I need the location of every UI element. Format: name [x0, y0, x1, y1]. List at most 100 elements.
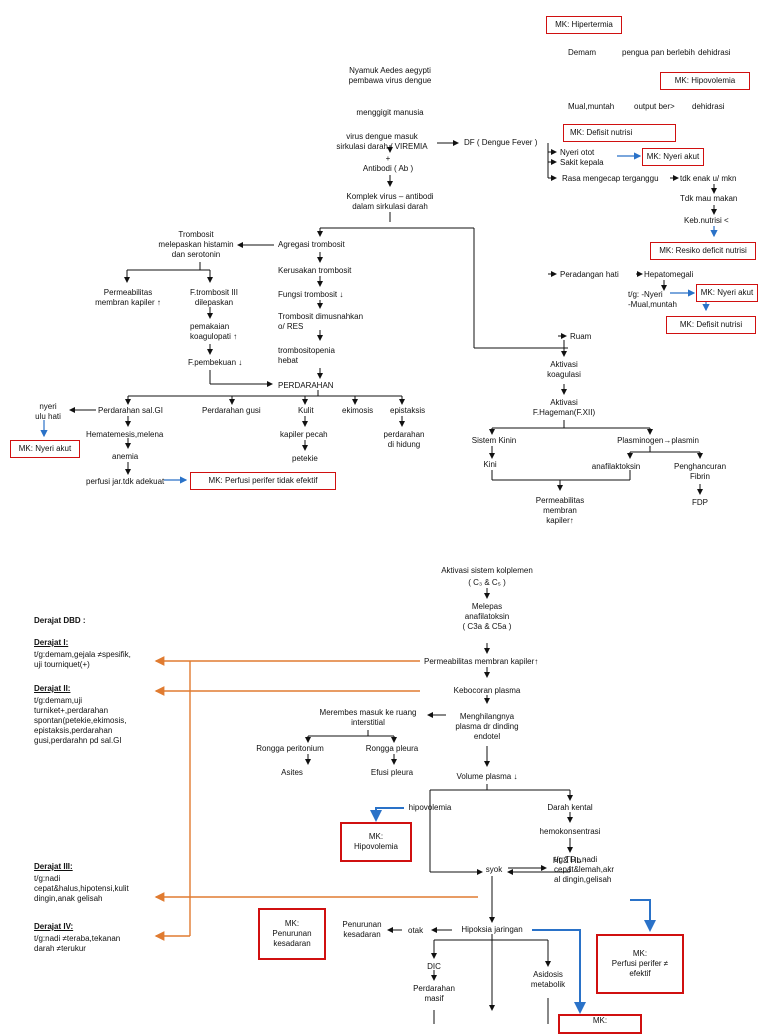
derajat-2-text: t/g:demam,uji turniket+,perdarahan spont… — [34, 696, 127, 745]
mk-nyeri-akut-left-box: MK: Nyeri akut — [10, 440, 80, 458]
menghilangnya-plasma-node: Menghilangnya plasma dr dinding endotel — [455, 712, 519, 741]
pemakaian-node: pemakaian koagulopati ↑ — [190, 322, 238, 341]
hipovolemia-node: hipovolemia — [408, 803, 452, 812]
rongga-pleura-node: Rongga pleura — [365, 744, 419, 753]
dehidrasi-label-1: dehidrasi — [698, 48, 731, 57]
ftrombosit-node: F.trombosit III dilepaskan — [189, 288, 239, 307]
mk-nyeri-akut-box-2: MK: Nyeri akut — [696, 284, 758, 302]
anafilaktoksin-node: anafilaktoksin — [591, 462, 641, 471]
kerusakan-node: Kerusakan trombosit — [278, 266, 352, 275]
derajat-3-text: t/g:nadi cepat&halus,hipotensi,kulit din… — [34, 874, 129, 903]
merembes-node: Merembes masuk ke ruang interstitial — [319, 708, 417, 727]
mk-defisit-nutrisi-box: MK: Defisit nutrisi — [563, 124, 676, 142]
derajat-4-title: Derajat IV: — [34, 922, 74, 931]
nyeri-ulu-hati-node: nyeri ulu hati — [35, 402, 61, 421]
dehidrasi-label-2: dehidrasi — [692, 102, 725, 111]
perdarahan-hidung-node: perdarahan di hidung — [383, 430, 425, 449]
virus-node: virus dengue masuk sirkulasi darah / VIR… — [336, 132, 428, 151]
ht-hb-node: Ht & Hb ↑ — [552, 856, 588, 865]
penghancuran-fibrin-node: Penghancuran Fibrin — [673, 462, 727, 481]
tg-nyeri-label: t/g: -Nyeri -Mual,muntah — [628, 290, 677, 309]
derajat-1-title: Derajat I: — [34, 638, 69, 647]
kulit-node: Kulit — [298, 406, 314, 415]
nyamuk-node: Nyamuk Aedes aegypti pembawa virus dengu… — [348, 66, 432, 85]
fungsi-node: Fungsi trombosit ↓ — [278, 290, 344, 299]
fpembekuan-node: F.pembekuan ↓ — [188, 358, 243, 367]
derajat-3-title: Derajat III: — [34, 862, 73, 871]
derajat-title: Derajat DBD : — [34, 616, 86, 625]
rongga-peritonium-node: Rongga peritonium — [256, 744, 324, 753]
tg-td-node: t/g:TD↓,nadi cepat&lemah,akr al dingin,g… — [554, 855, 615, 884]
tdk-mau-makan-label: Tdk mau makan — [680, 194, 738, 203]
mk-bottom-cut-box: MK: — [558, 1014, 642, 1034]
mk-defisit-nutrisi-box-2: MK: Defisit nutrisi — [666, 316, 756, 334]
komplek-node: Komplek virus – antibodi dalam sirkulasi… — [346, 192, 434, 211]
plasminogen-node: Plasminogen→plasmin — [617, 436, 699, 445]
derajat-2-title: Derajat II: — [34, 684, 71, 693]
perdarahan-sal-gi-node: Perdarahan sal.GI — [98, 406, 163, 415]
antibodi-node: Antibodi ( Ab ) — [362, 164, 414, 173]
derajat-1-text: t/g:demam,gejala ≠spesifik, uji tourniqu… — [34, 650, 131, 669]
sistem-kinin-node: Sistem Kinin — [471, 436, 517, 445]
aktivasi-koagulasi-node: Aktivasi koagulasi — [547, 360, 581, 379]
fdp-node: FDP — [692, 498, 708, 507]
sakit-kepala-label: Sakit kepala — [560, 158, 604, 167]
hematemesis-node: Hematemesis,melena — [86, 430, 164, 439]
output-label: output ber> — [634, 102, 675, 111]
keb-nutrisi-label: Keb.nutrisi < — [684, 216, 729, 225]
demam-label: Demam — [568, 48, 597, 57]
hemokonsentrasi-node: hemokonsentrasi — [539, 827, 601, 836]
penguapan-label: pengua pan berlebih — [622, 48, 695, 57]
aktivasi-komplemen-node: Aktivasi sistem kolplemen — [441, 566, 533, 575]
mk-hipovolemia-top-box: MK: Hipovolemia — [660, 72, 750, 90]
kebocoran-plasma-node: Kebocoran plasma — [453, 686, 521, 695]
trombositopenia-node: trombositopenia hebat — [278, 346, 335, 365]
dic-node: DIC — [427, 962, 441, 971]
mk-perfusi-perifer-box: MK: Perfusi perifer tidak efektif — [190, 472, 336, 490]
permeabilitas-right-node: Permeabilitas membran kapiler↑ — [535, 496, 585, 525]
mk-hipertermia-box: MK: Hipertermia — [546, 16, 622, 34]
darah-kental-node: Darah kental — [547, 803, 593, 812]
tdk-enak-label: tdk enak u/ mkn — [680, 174, 737, 183]
asites-node: Asites — [281, 768, 303, 777]
epistaksis-node: epistaksis — [390, 406, 426, 415]
hepatomegali-label: Hepatomegali — [644, 270, 694, 279]
kapiler-pecah-node: kapiler pecah — [280, 430, 328, 439]
aktivasi-hageman-node: Aktivasi F.Hageman(F.XII) — [532, 398, 596, 417]
penurunan-kesadaran-node: Penurunan kesadaran — [342, 920, 382, 939]
c3-c5-node: ( C₃ & C₅ ) — [468, 578, 506, 587]
plus-sign: + — [385, 154, 391, 163]
peradangan-hati-label: Peradangan hati — [560, 270, 619, 279]
perdarahan-node: PERDARAHAN — [278, 381, 334, 390]
syok-node: syok — [485, 865, 503, 874]
perdarahan-masif-node: Perdarahan masif — [413, 984, 455, 1003]
mk-penurunan-kesadaran-box: MK: Penurunan kesadaran — [258, 908, 326, 960]
derajat-4-text: t/g:nadi ≠teraba,tekanan darah ≠terukur — [34, 934, 121, 953]
mk-resiko-defisit-box: MK: Resiko deficit nutrisi — [650, 242, 756, 260]
petekie-node: petekie — [292, 454, 318, 463]
mk-nyeri-akut-box-1: MK: Nyeri akut — [642, 148, 704, 166]
perdarahan-gusi-node: Perdarahan gusi — [202, 406, 261, 415]
volume-plasma-node: Volume plasma ↓ — [456, 772, 518, 781]
mk-perfusi-perifer-bottom-box: MK: Perfusi perifer ≠ efektif — [596, 934, 684, 994]
mual-muntah-label: Mual,muntah — [568, 102, 615, 111]
perfusi-jaringan-node: perfusi jar.tdk adekuat — [86, 477, 165, 486]
melepas-anafilatoksin-node: Melepas anafilatoksin ( C3a & C5a ) — [462, 602, 512, 631]
agregasi-node: Agregasi trombosit — [278, 240, 345, 249]
nyeri-otot-label: Nyeri otot — [560, 148, 595, 157]
ekimosis-node: ekimosis — [342, 406, 374, 415]
ruam-label: Ruam — [570, 332, 592, 341]
anemia-node: anemia — [112, 452, 139, 461]
mk-hipovolemia-bottom-box: MK: Hipovolemia — [340, 822, 412, 862]
kini-node: Kini — [483, 460, 497, 469]
menggigit-node: menggigit manusia — [356, 108, 424, 117]
dimusnahkan-node: Trombosit dimusnahkan o/ RES — [278, 312, 364, 331]
efusi-pleura-node: Efusi pleura — [370, 768, 414, 777]
hipoksia-jaringan-node: Hipoksia jaringan — [461, 925, 523, 934]
permeabilitas-membran-node: Permeabilitas membran kapiler↑ — [424, 657, 539, 666]
permeabilitas-kapiler-node: Permeabilitas membran kapiler ↑ — [95, 288, 161, 307]
df-node: DF ( Dengue Fever ) — [464, 138, 538, 147]
trombosit-histamin-node: Trombosit melepaskan histamin dan seroto… — [158, 230, 234, 259]
